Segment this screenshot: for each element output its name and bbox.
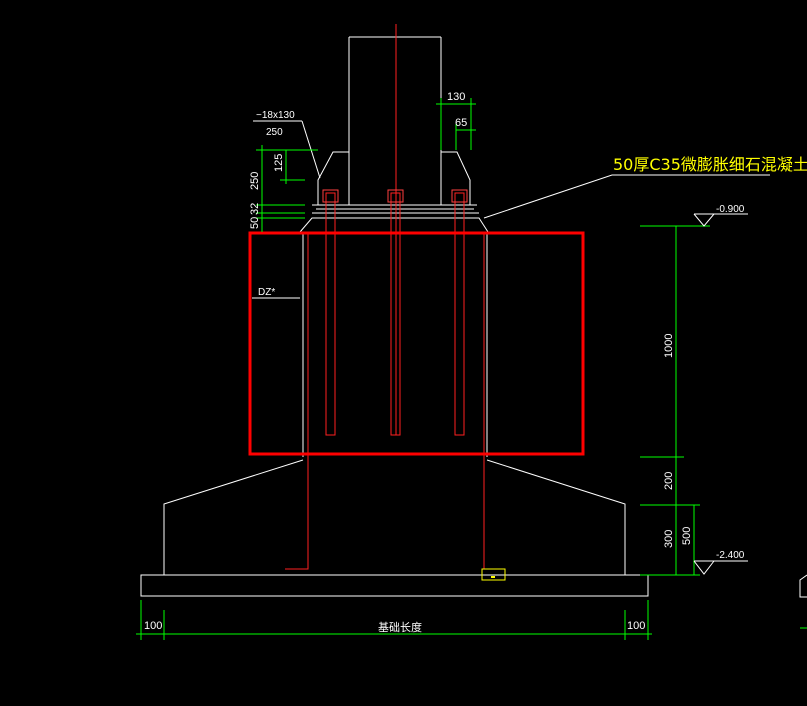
dim-bottom-right-100: 100 — [627, 620, 645, 632]
pedestal-rebar — [285, 24, 485, 570]
plate-label: −18x130 — [256, 110, 295, 121]
foundation-length-label: 基础长度 — [378, 620, 422, 634]
stiffener-plates — [317, 151, 471, 205]
plate-width-label: 250 — [266, 127, 283, 138]
grout-layer — [299, 217, 489, 233]
dim-bottom-left-100: 100 — [144, 620, 162, 632]
dim-50: 50 — [249, 217, 261, 229]
dim-200: 200 — [663, 472, 675, 490]
column-id-annotation: DZ* — [252, 287, 300, 299]
dim-small: 500 — [681, 527, 693, 545]
adjacent-drawing-edge — [799, 574, 807, 629]
steel-column — [348, 36, 442, 205]
bottom-dimensions — [136, 600, 652, 640]
dim-300: 300 — [663, 530, 675, 548]
dim-1000: 1000 — [663, 334, 675, 358]
elevation-top — [693, 213, 748, 227]
dim-250: 250 — [249, 172, 261, 190]
grout-annotation: 50厚C35微膨胀细石混凝土 — [483, 155, 807, 219]
dim-125: 125 — [273, 154, 285, 172]
grout-label: 50厚C35微膨胀细石混凝土 — [613, 155, 807, 174]
anchor-bolt-center — [387, 189, 404, 436]
dim-65: 65 — [455, 117, 467, 129]
dim-130: 130 — [447, 91, 465, 103]
elevation-bottom-label: -2.400 — [716, 550, 745, 561]
anchor-bolt-right — [451, 189, 468, 436]
bottom-marker — [481, 568, 506, 581]
right-dimensions — [640, 225, 710, 576]
dim-32: 32 — [249, 203, 261, 215]
pedestal — [302, 232, 488, 457]
top-dimensions — [436, 98, 476, 150]
footing — [140, 459, 649, 597]
elevation-bottom — [693, 560, 748, 575]
highlight-rectangle — [248, 231, 585, 456]
anchor-bolt-left — [322, 189, 339, 436]
left-dimensions — [256, 145, 318, 232]
anchor-bolts — [322, 189, 468, 436]
elevation-top-label: -0.900 — [716, 204, 745, 215]
column-id-label: DZ* — [258, 287, 275, 298]
